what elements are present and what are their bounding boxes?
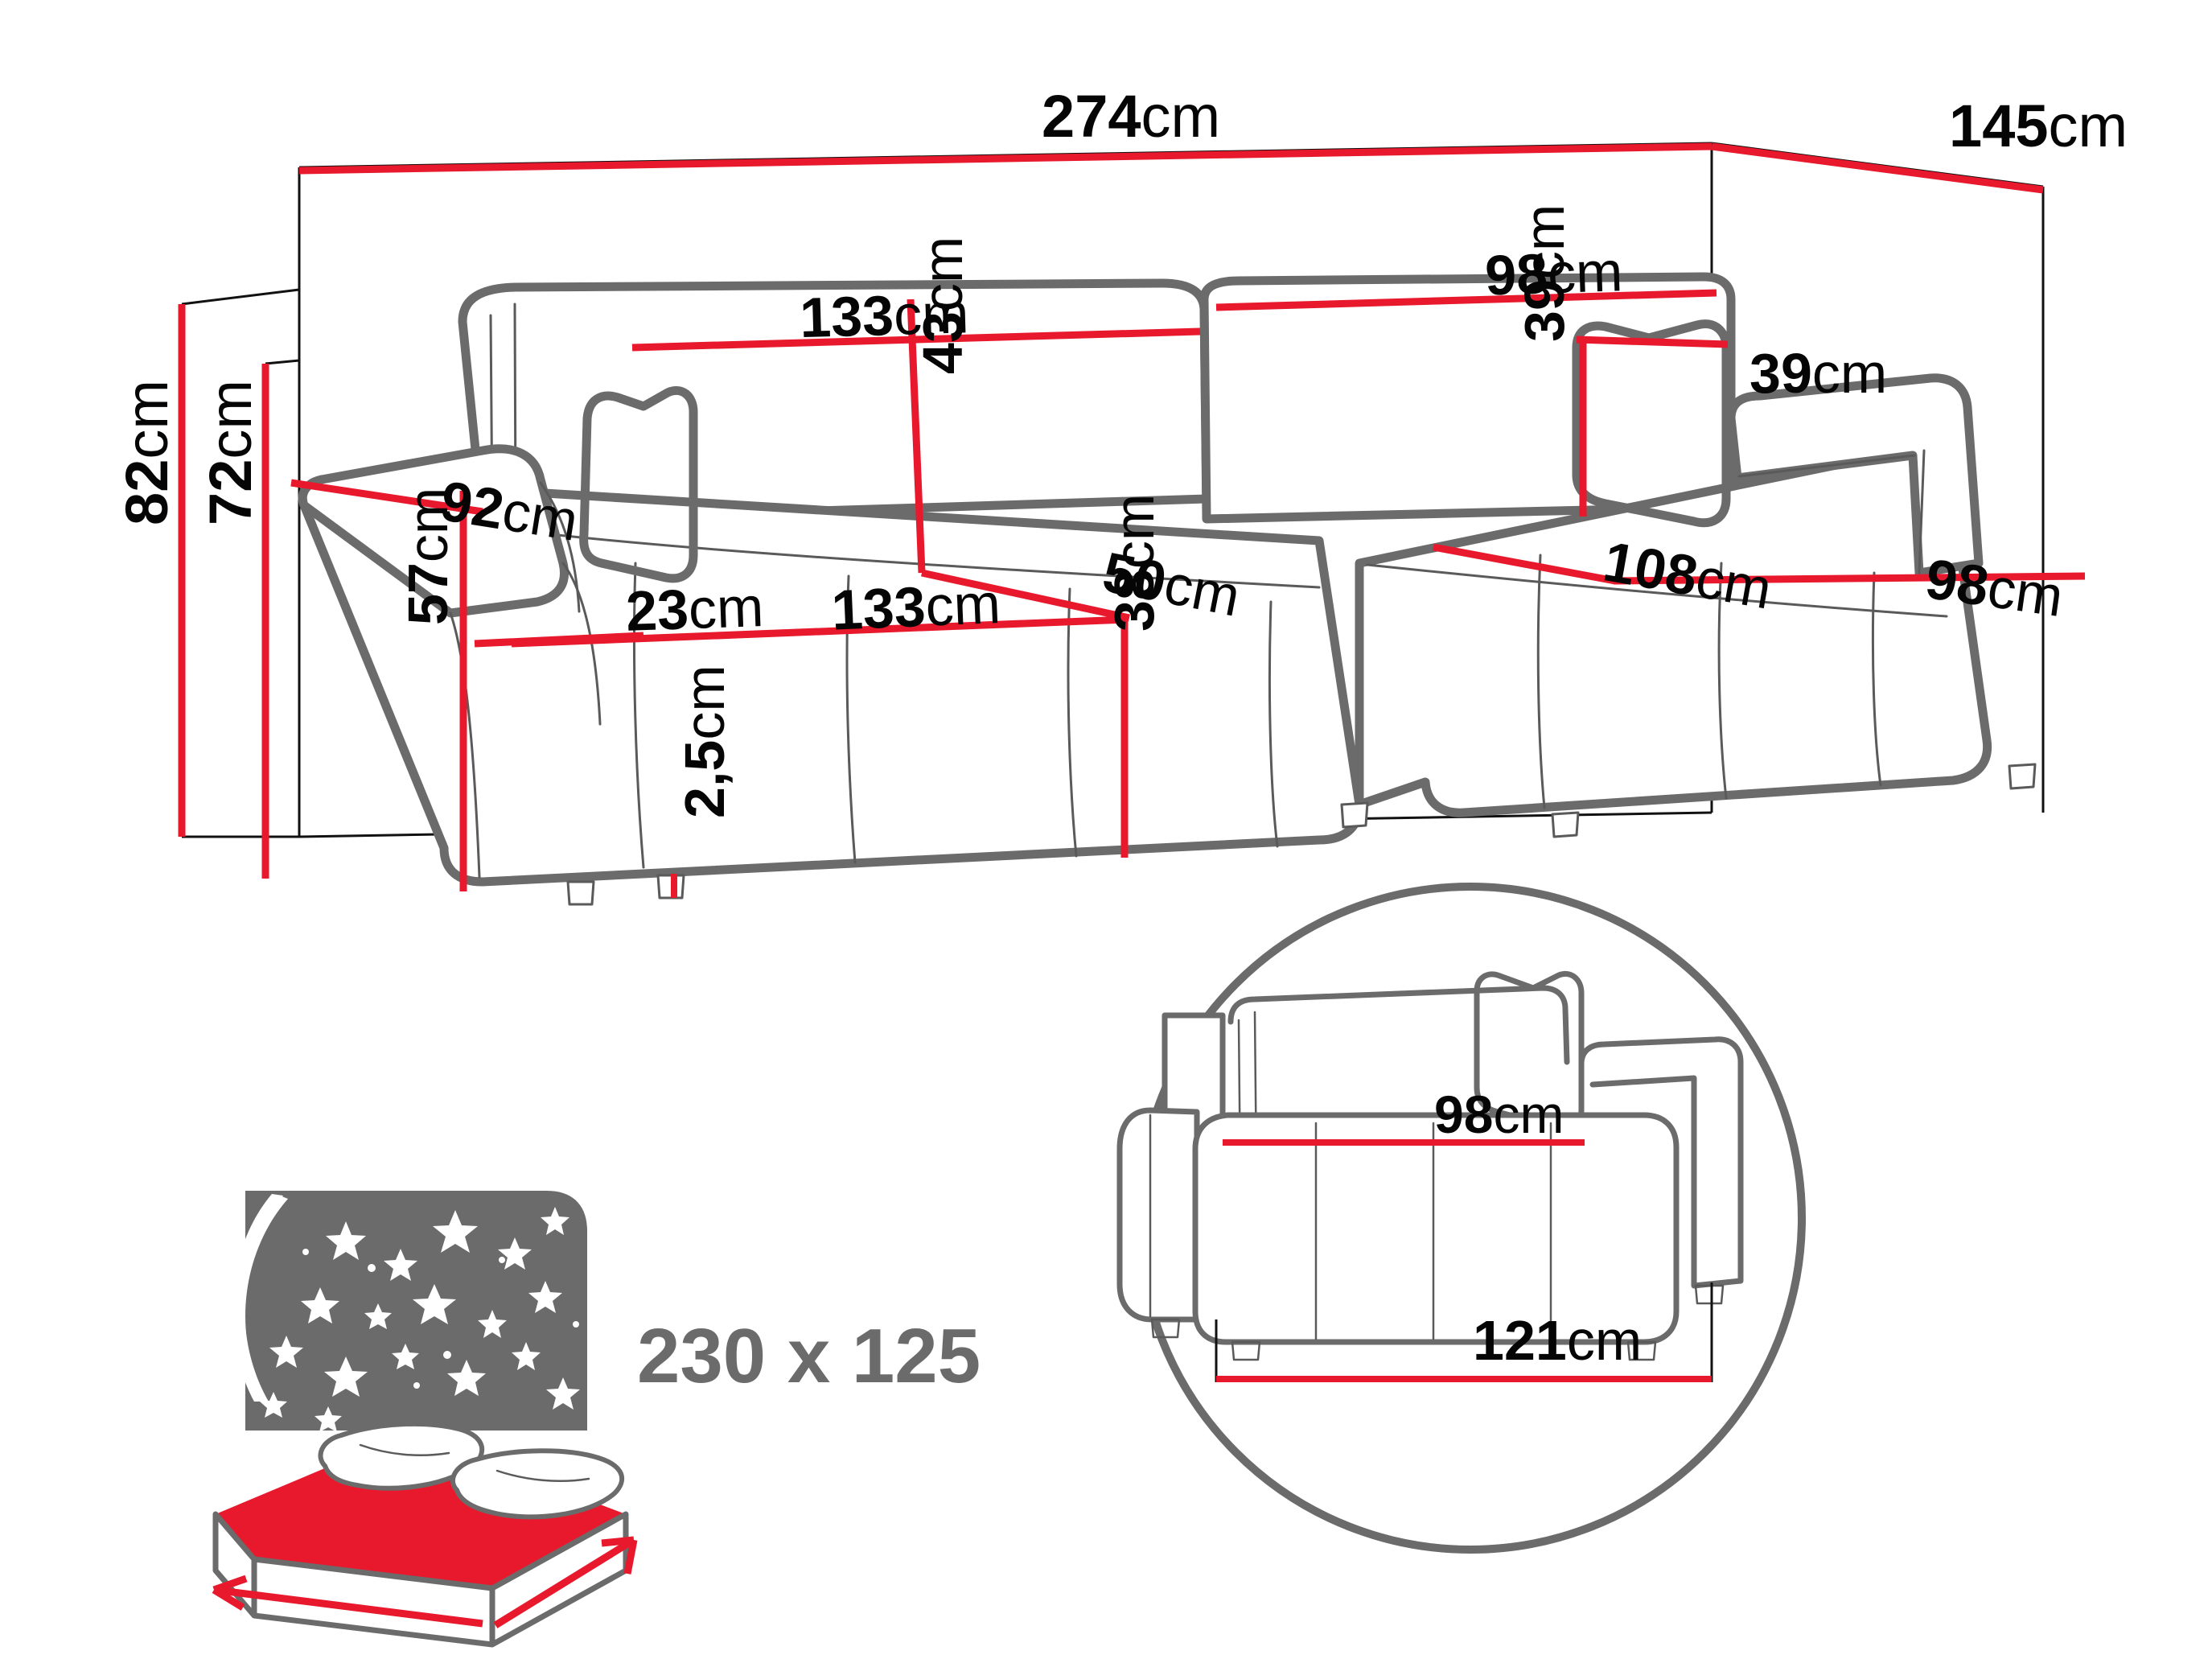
sofa-leg-4 [1551, 811, 1580, 838]
dimline-98-back [1215, 289, 1717, 311]
dimension-lines-main [178, 142, 2086, 898]
inset-cushion [1474, 971, 1585, 1132]
dimline-92 [290, 479, 483, 516]
label-inset-seat-width: 98cm [1301, 1085, 1667, 1144]
bed-arrow-width [213, 1586, 483, 1628]
label-right-back-width: 98cm [1343, 237, 1733, 311]
sofa-illustration [298, 272, 2037, 906]
sofa-chaise-arm [1726, 373, 1984, 578]
star-field [260, 1207, 580, 1432]
inset-seat-block [1192, 1112, 1680, 1345]
label-back-cushion-height: 43cm [911, 127, 974, 515]
sofa-cushion-left [579, 386, 698, 583]
dimline-145 [1711, 142, 2044, 194]
label-cushion-width: 39cm [1609, 342, 1996, 405]
label-overall-depth: 145cm [1800, 93, 2212, 159]
label-chaise-width: 98cm [1782, 528, 2176, 644]
dimline-108 [1433, 543, 1616, 585]
sofa-leg-1 [566, 880, 595, 906]
pillow-front [450, 1448, 625, 1520]
dimline-39-w [1576, 336, 1729, 348]
label-seat-width: 133cm [689, 567, 1111, 648]
label-backrest-height: 72cm [197, 264, 264, 674]
label-armrest-depth: 92cm [298, 447, 691, 570]
sleeping-area-icon: 230 x 125 [212, 1191, 981, 1648]
dimline-133-seat [511, 615, 1127, 648]
label-seat-depth: 50cm [960, 513, 1352, 649]
pillow-back [318, 1421, 485, 1491]
label-overall-width: 274cm [893, 83, 1336, 150]
sofa-leg-3 [1340, 801, 1369, 829]
dimline-43 [907, 298, 926, 574]
sofa-leg-5 [2008, 763, 2037, 790]
label-cushion-height: 39cm [1513, 95, 1576, 483]
inset-chaise-arm [1578, 1036, 1744, 1289]
inset-back-panel [1227, 985, 1570, 1065]
bed-arrow-length [493, 1537, 636, 1628]
dimline-133-back [631, 327, 1201, 352]
dimline-50 [921, 569, 1130, 622]
label-seat-height: 38cm [1103, 385, 1166, 772]
dimension-labels-main: 274cm 145cm 82cm 72cm 92cm 57cm [113, 83, 2212, 959]
dimline-274 [298, 142, 1712, 175]
inset-left-roll [1116, 1107, 1200, 1323]
label-overall-height: 82cm [113, 264, 180, 674]
label-armrest-height: 57cm [397, 378, 459, 766]
label-inset-base-width: 121cm [1332, 1309, 1751, 1372]
label-backrest-width: 133cm [658, 278, 1079, 353]
label-leg-height: 2,5cm [673, 555, 736, 959]
dimline-98-chaise [1613, 572, 2086, 585]
detail-inset-circle: 98cm 121cm [1116, 883, 1806, 1554]
label-chaise-depth: 108cm [1460, 505, 1884, 640]
label-armrest-width: 23cm [484, 571, 874, 648]
label-sleeping-area: 230 x 125 [637, 1313, 981, 1399]
sofa-cushion-chaise [1572, 319, 1731, 528]
